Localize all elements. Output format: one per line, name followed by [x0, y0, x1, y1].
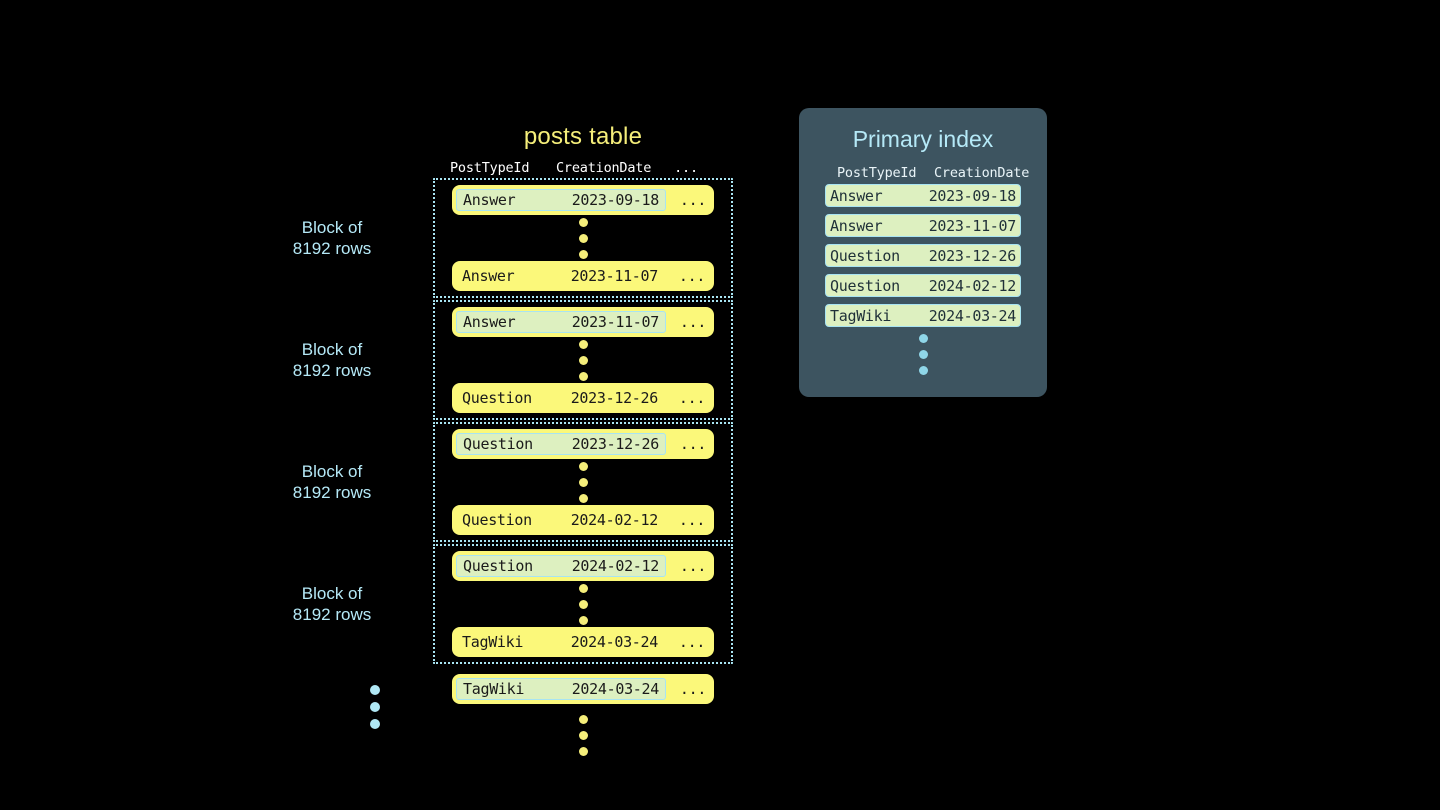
- granule-block-2: Block of 8192 rows Answer 2023-11-07 ...…: [293, 300, 733, 420]
- cell-posttypeid: TagWiki: [463, 680, 525, 698]
- row-cells: Question 2024-02-12: [456, 555, 666, 577]
- index-cell-posttypeid: Question: [830, 246, 900, 265]
- column-header-more: ...: [674, 160, 698, 176]
- cell-more: ...: [679, 313, 707, 331]
- cell-more: ...: [678, 389, 706, 407]
- table-row: Answer 2023-11-07 ...: [452, 307, 714, 337]
- granule-block-4: Block of 8192 rows Question 2024-02-12 .…: [293, 544, 733, 664]
- table-row-trailing: TagWiki 2024-03-24 ...: [452, 674, 714, 704]
- cell-posttypeid: Question: [463, 557, 533, 575]
- row-cells: TagWiki 2024-03-24: [456, 678, 666, 700]
- cell-more: ...: [679, 191, 707, 209]
- block-label-4: Block of 8192 rows: [292, 584, 372, 624]
- cell-creationdate: 2024-03-24: [570, 633, 659, 651]
- table-bottom-ellipsis-dots: [433, 712, 733, 758]
- index-entry-row: TagWiki 2024-03-24: [825, 304, 1021, 327]
- cell-creationdate: 2023-11-07: [570, 267, 659, 285]
- table-row: Question 2023-12-26 ...: [452, 383, 714, 413]
- cell-creationdate: 2023-12-26: [571, 435, 660, 453]
- index-cell-posttypeid: Question: [830, 276, 900, 295]
- cell-posttypeid: Answer: [463, 191, 516, 209]
- vertical-ellipsis-dots: [435, 581, 731, 627]
- column-header-posttypeid: PostTypeId: [450, 160, 530, 176]
- index-cell-creationdate: 2024-02-12: [928, 276, 1017, 295]
- index-column-header-creationdate: CreationDate: [934, 165, 1030, 181]
- blocks-continue-ellipsis-dots: [370, 685, 380, 729]
- index-cell-creationdate: 2023-12-26: [928, 246, 1017, 265]
- row-cells: Question 2024-02-12: [456, 509, 664, 531]
- block-label-1: Block of 8192 rows: [292, 218, 372, 258]
- vertical-ellipsis-dots: [435, 459, 731, 505]
- cell-posttypeid: Question: [462, 511, 532, 529]
- table-row: Question 2024-02-12 ...: [452, 505, 714, 535]
- vertical-ellipsis-dots: [435, 215, 731, 261]
- cell-creationdate: 2023-11-07: [571, 313, 660, 331]
- table-row: Question 2023-12-26 ...: [452, 429, 714, 459]
- table-row: Answer 2023-09-18 ...: [452, 185, 714, 215]
- cell-more: ...: [679, 557, 707, 575]
- cell-creationdate: 2024-02-12: [570, 511, 659, 529]
- posts-table-title: posts table: [523, 123, 643, 150]
- cell-posttypeid: Question: [463, 435, 533, 453]
- row-cells: Answer 2023-11-07: [456, 265, 664, 287]
- cell-posttypeid: Answer: [463, 313, 516, 331]
- primary-index-title: Primary index: [852, 126, 994, 152]
- cell-creationdate: 2024-02-12: [571, 557, 660, 575]
- index-cell-posttypeid: TagWiki: [830, 306, 892, 325]
- row-cells: Answer 2023-09-18: [456, 189, 666, 211]
- index-ellipsis-dots: [815, 334, 1031, 375]
- vertical-ellipsis-dots: [435, 337, 731, 383]
- granule-block-1: Block of 8192 rows Answer 2023-09-18 ...…: [293, 178, 733, 298]
- cell-more: ...: [679, 435, 707, 453]
- cell-creationdate: 2024-03-24: [571, 680, 660, 698]
- cell-creationdate: 2023-09-18: [571, 191, 660, 209]
- block-label-2: Block of 8192 rows: [292, 340, 372, 380]
- index-entry-row: Answer 2023-09-18: [825, 184, 1021, 207]
- cell-more: ...: [678, 511, 706, 529]
- cell-more: ...: [678, 267, 706, 285]
- cell-more: ...: [678, 633, 706, 651]
- index-cell-posttypeid: Answer: [830, 216, 883, 235]
- index-cell-creationdate: 2023-09-18: [928, 186, 1017, 205]
- table-row: Question 2024-02-12 ...: [452, 551, 714, 581]
- row-cells: Question 2023-12-26: [456, 387, 664, 409]
- index-cell-creationdate: 2024-03-24: [928, 306, 1017, 325]
- cell-more: ...: [679, 680, 707, 698]
- index-entry-row: Question 2023-12-26: [825, 244, 1021, 267]
- row-cells: Answer 2023-11-07: [456, 311, 666, 333]
- table-row: TagWiki 2024-03-24 ...: [452, 627, 714, 657]
- primary-index-column-headers: PostTypeId CreationDate: [815, 162, 1031, 184]
- granule-block-3: Block of 8192 rows Question 2023-12-26 .…: [293, 422, 733, 542]
- index-cell-posttypeid: Answer: [830, 186, 883, 205]
- primary-index-panel: Primary index PostTypeId CreationDate An…: [799, 108, 1047, 397]
- index-column-header-posttypeid: PostTypeId: [837, 165, 917, 181]
- row-cells: TagWiki 2024-03-24: [456, 631, 664, 653]
- block-label-3: Block of 8192 rows: [292, 462, 372, 502]
- column-header-creationdate: CreationDate: [556, 160, 652, 176]
- cell-creationdate: 2023-12-26: [570, 389, 659, 407]
- index-entry-row: Question 2024-02-12: [825, 274, 1021, 297]
- cell-posttypeid: Answer: [462, 267, 515, 285]
- cell-posttypeid: TagWiki: [462, 633, 524, 651]
- cell-posttypeid: Question: [462, 389, 532, 407]
- row-cells: Question 2023-12-26: [456, 433, 666, 455]
- table-row: Answer 2023-11-07 ...: [452, 261, 714, 291]
- index-entry-row: Answer 2023-11-07: [825, 214, 1021, 237]
- posts-table-diagram: posts table PostTypeId CreationDate ... …: [293, 120, 733, 758]
- posts-table-column-headers: PostTypeId CreationDate ...: [433, 158, 733, 178]
- index-cell-creationdate: 2023-11-07: [928, 216, 1017, 235]
